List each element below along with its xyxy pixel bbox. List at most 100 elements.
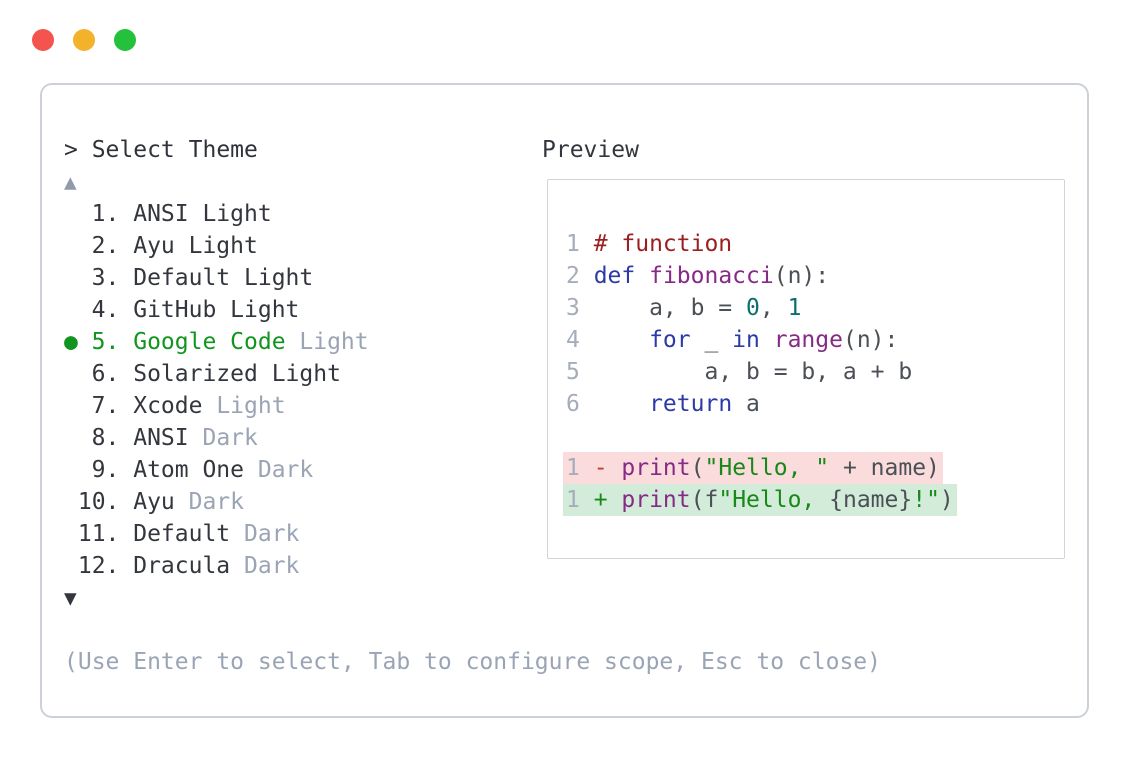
theme-item-name: Ayu [119, 489, 175, 515]
code-line: 4 for _ in range(n): [566, 324, 1054, 356]
code-token: (n): [842, 327, 899, 353]
picker-prompt: > Select Theme [64, 137, 258, 163]
code-token: return [649, 391, 733, 417]
line-number: 5 [566, 359, 580, 385]
theme-item-number: 10. [77, 489, 120, 515]
theme-list-item[interactable]: 6. Solarized Light [64, 358, 369, 390]
line-number: 1 [566, 455, 580, 481]
theme-list-item[interactable]: 3. Default Light [64, 262, 369, 294]
theme-item-variant: Light [202, 393, 286, 419]
code-token: ) [939, 487, 954, 513]
theme-item-number: 5. [91, 329, 120, 355]
line-number: 3 [566, 295, 580, 321]
code-line: 3 a, b = 0, 1 [566, 292, 1054, 324]
code-token [594, 391, 649, 417]
theme-list-item[interactable]: 2. Ayu Light [64, 230, 369, 262]
close-button[interactable] [32, 29, 54, 51]
theme-item-number: 7. [91, 393, 120, 419]
theme-item-variant: Dark [174, 489, 245, 515]
code-token: + name) [829, 455, 940, 481]
theme-item-number: 12. [77, 553, 120, 579]
theme-item-name: Solarized Light [119, 361, 341, 387]
code-token: ( [690, 455, 705, 481]
scroll-down-icon[interactable]: ▼ [64, 586, 77, 610]
code-token: 0 [746, 295, 760, 321]
code-token: !" [912, 487, 940, 513]
code-token: (n): [773, 263, 830, 289]
code-token: fibonacci [649, 263, 774, 289]
theme-list-item[interactable]: 9. Atom One Dark [64, 454, 369, 486]
theme-item-name: Default [119, 521, 231, 547]
minimize-button[interactable] [73, 29, 95, 51]
line-number: 1 [566, 231, 580, 257]
theme-item-number: 1. [91, 201, 120, 227]
theme-list-item[interactable]: ● 5. Google Code Light [64, 326, 369, 358]
scroll-up-icon[interactable]: ▲ [64, 170, 77, 194]
theme-item-name: Default Light [119, 265, 314, 291]
code-token: def [593, 263, 636, 289]
code-token: a, b = [593, 295, 747, 321]
selected-item-marker: ● [64, 329, 78, 355]
code-token: print [621, 487, 691, 513]
code-token: 1 [787, 295, 802, 321]
diff-line-highlight: 1- print("Hello, " + name) [563, 452, 943, 484]
code-token: _ [690, 327, 733, 353]
theme-list-item[interactable]: 11. Default Dark [64, 518, 369, 550]
code-token: + [593, 487, 622, 513]
code-token: {name} [829, 487, 913, 513]
theme-item-name: Ayu Light [119, 233, 258, 259]
theme-item-variant: Dark [230, 521, 300, 547]
preview-label: Preview [542, 137, 639, 163]
theme-list-item[interactable]: 7. Xcode Light [64, 390, 369, 422]
code-line: 5 a, b = b, a + b [566, 356, 1054, 388]
code-token: a, b = b, a + b [593, 359, 913, 385]
code-token [760, 327, 774, 353]
theme-item-name: Dracula [119, 553, 231, 579]
line-number: 6 [566, 391, 580, 417]
code-blank-line [566, 420, 1054, 452]
theme-item-variant: Light [285, 329, 369, 355]
code-token: in [732, 327, 760, 353]
diff-line-highlight: 1+ print(f"Hello, {name}!") [563, 484, 957, 516]
code-token: for [649, 327, 691, 353]
theme-item-number: 11. [77, 521, 120, 547]
theme-list-item[interactable]: 1. ANSI Light [64, 198, 369, 230]
code-token: - [593, 455, 622, 481]
code-line: 6 return a [566, 388, 1054, 420]
theme-item-number: 4. [91, 297, 120, 323]
zoom-button[interactable] [114, 29, 136, 51]
diff-line-added: 1+ print(f"Hello, {name}!") [563, 484, 1054, 516]
code-token: print [621, 455, 691, 481]
help-text: (Use Enter to select, Tab to configure s… [64, 649, 881, 675]
line-number: 1 [566, 487, 580, 513]
theme-item-number: 2. [91, 233, 120, 259]
theme-item-name: ANSI Light [119, 201, 272, 227]
theme-item-name: Google Code [119, 329, 286, 355]
theme-list-item[interactable]: 12. Dracula Dark [64, 550, 369, 582]
code-token [635, 263, 649, 289]
theme-item-number: 9. [91, 457, 120, 483]
theme-list-item[interactable]: 8. ANSI Dark [64, 422, 369, 454]
code-token: , [759, 295, 788, 321]
theme-list-item[interactable]: 10. Ayu Dark [64, 486, 369, 518]
preview-diff: 1- print("Hello, " + name)1+ print(f"Hel… [563, 452, 1054, 516]
theme-list-item[interactable]: 4. GitHub Light [64, 294, 369, 326]
window-controls [32, 29, 136, 51]
code-token: # function [593, 231, 733, 257]
theme-item-name: Atom One [119, 457, 244, 483]
theme-item-variant: Dark [230, 553, 300, 579]
theme-item-name: GitHub Light [119, 297, 300, 323]
theme-item-name: ANSI [119, 425, 189, 451]
theme-item-number: 6. [91, 361, 120, 387]
code-token: (f [690, 487, 719, 513]
theme-item-number: 8. [91, 425, 120, 451]
code-token: a [732, 391, 760, 417]
code-token: range [773, 327, 843, 353]
code-token [594, 327, 649, 353]
code-token: "Hello, " [704, 455, 830, 481]
diff-line-removed: 1- print("Hello, " + name) [563, 452, 1054, 484]
